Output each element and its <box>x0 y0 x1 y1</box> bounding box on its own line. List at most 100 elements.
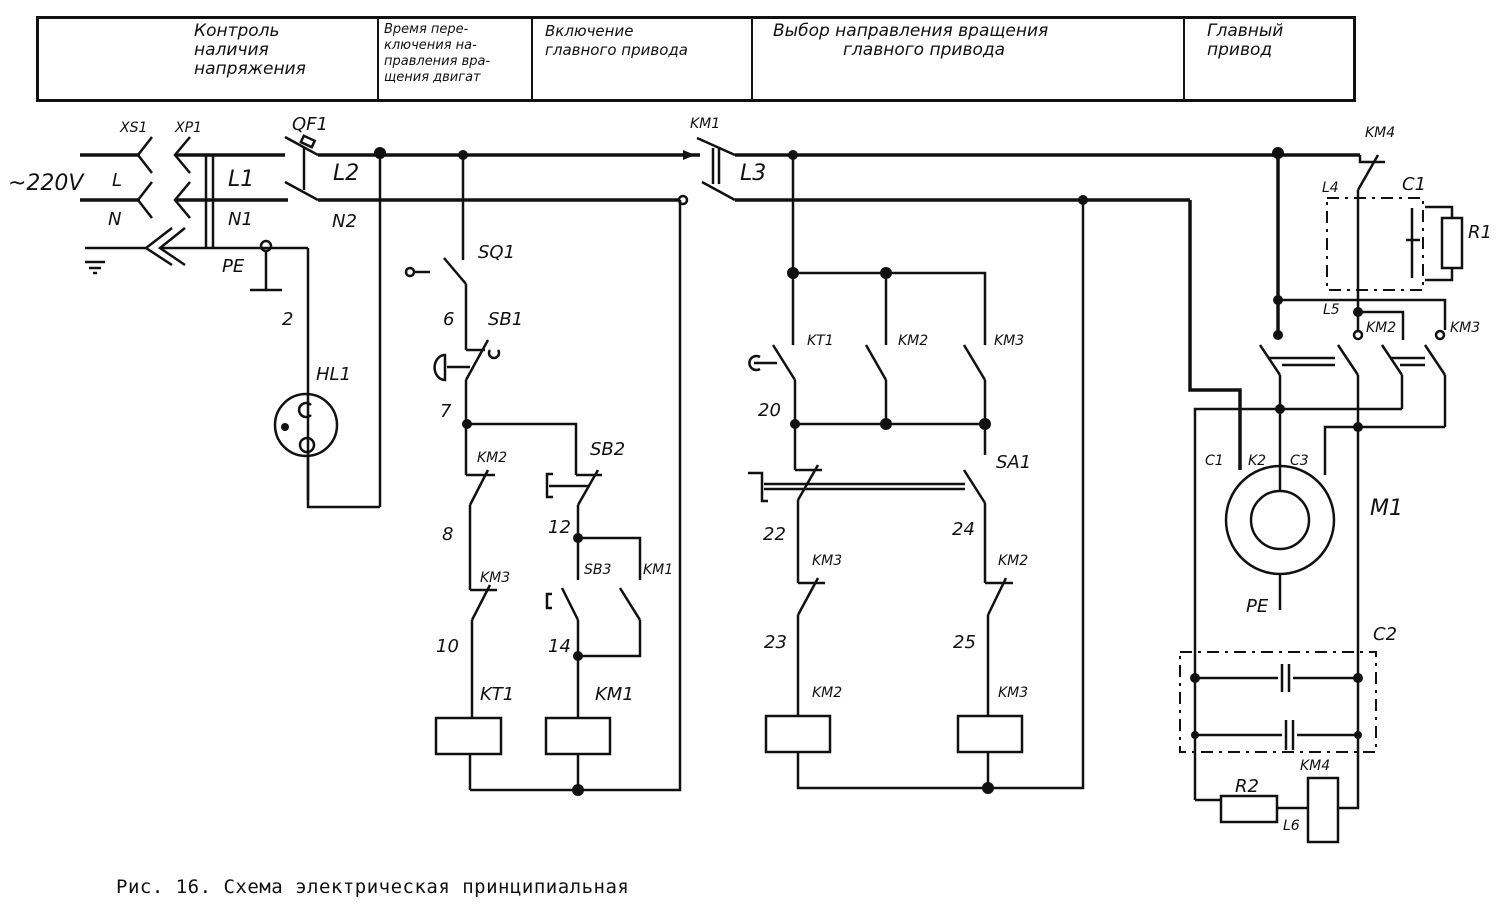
label: L5 <box>1323 302 1340 318</box>
label: QF1 <box>292 114 328 135</box>
header-text: правления вра- <box>384 54 491 69</box>
label: SB2 <box>590 439 625 460</box>
c1-block <box>1326 197 1424 291</box>
junction <box>1190 673 1200 683</box>
terminal <box>1352 329 1364 341</box>
label: K2 <box>1248 453 1266 469</box>
socket-xs1-l <box>136 136 153 174</box>
label: 6 <box>443 309 454 330</box>
sb1-contact <box>464 339 490 381</box>
label: KM3 <box>998 685 1028 701</box>
km2-nc-contact <box>468 469 490 506</box>
header-text: наличия <box>194 40 269 60</box>
coil-km3 <box>956 714 1024 754</box>
label: KM4 <box>1365 125 1395 141</box>
junction <box>1275 404 1285 414</box>
junction <box>572 784 584 796</box>
qf1-thermal <box>299 134 317 149</box>
km3-nc-contact <box>470 584 492 621</box>
header-text: напряжения <box>194 59 306 79</box>
header-text: Главный <box>1207 21 1284 41</box>
wire <box>1358 310 1405 340</box>
wire <box>1425 268 1454 282</box>
wire <box>578 620 642 658</box>
terminal <box>677 194 689 206</box>
labels: ~220V XS1 XP1 QF1 L N L1 N1 L2 N2 PE 2 H… <box>8 114 1492 834</box>
wire <box>1323 425 1445 475</box>
wire-neutral-return <box>796 200 1085 790</box>
kt1-contact <box>771 344 797 381</box>
sa1-contact-left <box>796 464 820 501</box>
sb1-mark <box>487 349 501 360</box>
label: KT1 <box>480 684 514 705</box>
label: C1 <box>1402 174 1426 195</box>
header-table: Контроль наличия напряжения Время пере- … <box>36 16 1356 102</box>
sb1-button <box>433 353 447 382</box>
c2-block <box>1179 651 1377 753</box>
header-cell-main-drive-on: Включение главного привода <box>533 19 753 99</box>
wire-neutral-return <box>470 200 682 792</box>
sq1-contact <box>443 257 467 285</box>
lamp-dot <box>281 423 289 431</box>
power-input <box>80 134 700 507</box>
km4-nc-contact <box>1356 154 1380 191</box>
wire <box>1278 298 1447 330</box>
header-cell-main-drive: Главный привод <box>1185 19 1353 99</box>
header-cell-voltage-control: Контроль наличия напряжения <box>39 19 379 99</box>
label: 10 <box>436 636 459 657</box>
km2-nc-contact <box>986 577 1008 616</box>
label: XP1 <box>174 120 202 136</box>
label: KM3 <box>1450 320 1480 336</box>
wire <box>467 422 578 475</box>
label: M1 <box>1370 496 1403 521</box>
junction <box>880 418 892 430</box>
header-text: главного привода <box>545 41 688 59</box>
terminal <box>1434 329 1446 341</box>
label: KM2 <box>812 685 842 701</box>
header-text: главного привода <box>843 40 1006 60</box>
header-text: Включение <box>545 22 634 40</box>
label: N1 <box>228 209 253 230</box>
socket-xs1-n <box>136 181 153 219</box>
label: C2 <box>1373 624 1397 645</box>
label: KM1 <box>690 116 720 132</box>
lamp-icon <box>273 392 339 458</box>
sb3-contact <box>560 587 580 621</box>
km4-nc-bar <box>1358 155 1385 164</box>
label: KT1 <box>807 333 834 349</box>
label: 12 <box>548 517 571 538</box>
label: PE <box>1246 596 1269 617</box>
coil-km4 <box>1306 776 1340 844</box>
sb2-button <box>545 472 553 499</box>
header-cell-direction-select: Выбор направления вращения главного прив… <box>753 19 1185 99</box>
label: 8 <box>442 524 453 545</box>
label: L3 <box>740 161 766 186</box>
label: KM2 <box>1366 320 1396 336</box>
kt1-time-mark <box>748 354 761 372</box>
junction <box>1078 195 1088 205</box>
km1-main-contact <box>683 136 1360 202</box>
km1-contact-n <box>701 180 736 202</box>
label: SA1 <box>996 452 1031 473</box>
wire-c1 <box>1193 407 1402 800</box>
label: L2 <box>333 161 359 186</box>
header-text: Время пере- <box>384 22 469 37</box>
resistor-r1 <box>1440 216 1464 270</box>
wire <box>1425 205 1454 218</box>
supply-label: ~220V <box>8 171 85 196</box>
figure-caption: Рис. 16. Схема электрическая принципиаль… <box>116 876 630 898</box>
qf1-contact-n <box>284 180 319 202</box>
label: N2 <box>332 211 357 232</box>
main-drive <box>1179 147 1464 844</box>
junction <box>982 782 994 794</box>
label: 2 <box>282 309 293 330</box>
sa1-handle <box>748 471 768 503</box>
label: 23 <box>764 632 787 653</box>
label: KM4 <box>1300 758 1330 774</box>
label: 25 <box>953 632 976 653</box>
label: PE <box>222 256 245 277</box>
km1-hold-contact <box>618 587 642 621</box>
header-text: Выбор направления вращения <box>773 21 1049 41</box>
label: KM3 <box>480 570 510 586</box>
label: KM1 <box>643 562 673 578</box>
